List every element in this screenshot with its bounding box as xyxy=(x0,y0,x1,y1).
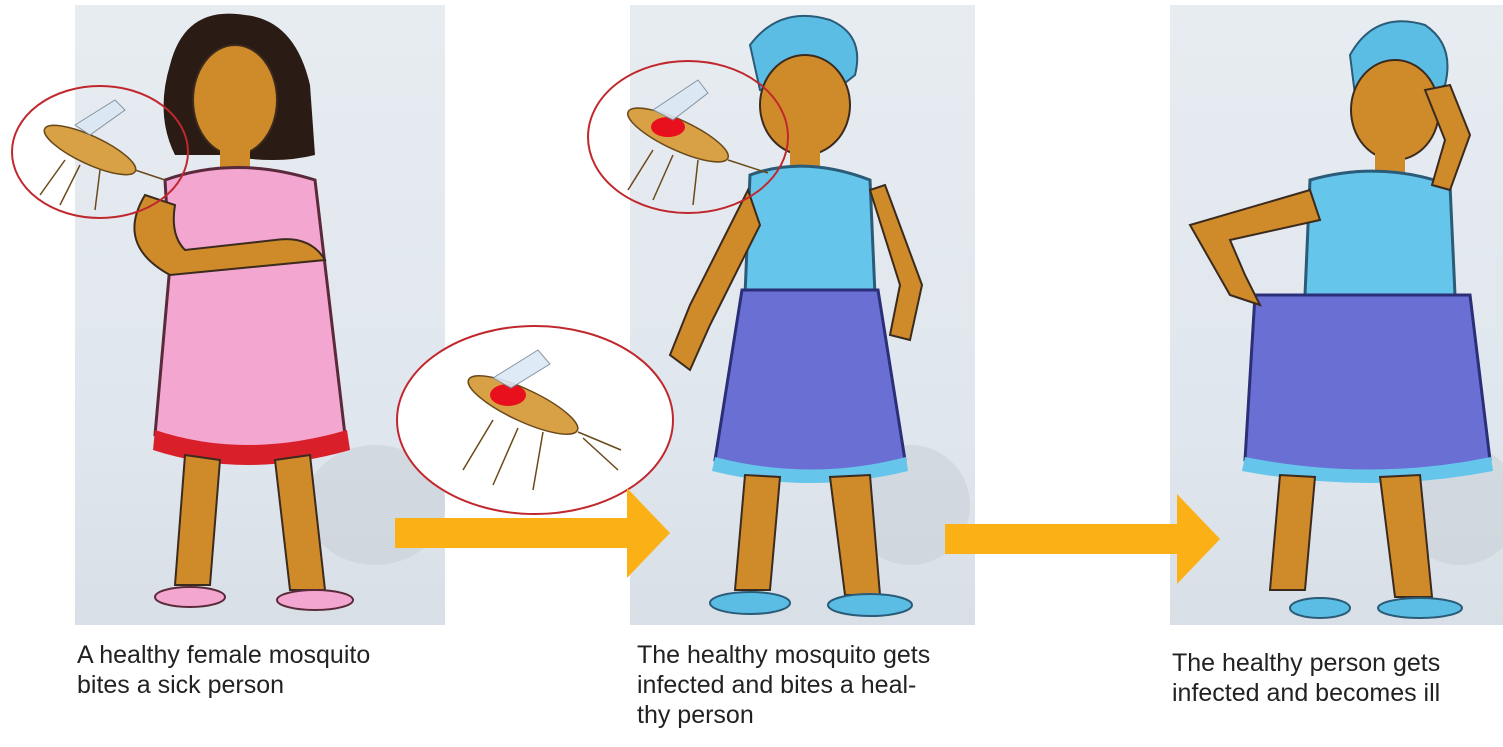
caption-step-2: The healthy mosquito gets infected and b… xyxy=(637,640,1017,730)
caption-step-3: The healthy person gets infected and bec… xyxy=(1172,648,1503,708)
healthy-mosquito-icon xyxy=(39,100,165,210)
arrow-right-icon xyxy=(945,494,1225,584)
infected-mosquito-icon xyxy=(622,80,768,205)
arrow-right-icon xyxy=(395,488,675,578)
highlight-circle-healthy-mosquito xyxy=(5,80,195,225)
highlight-circle-infected-mosquito xyxy=(583,55,793,220)
caption-step-1: A healthy female mosquito bites a sick p… xyxy=(77,640,457,700)
